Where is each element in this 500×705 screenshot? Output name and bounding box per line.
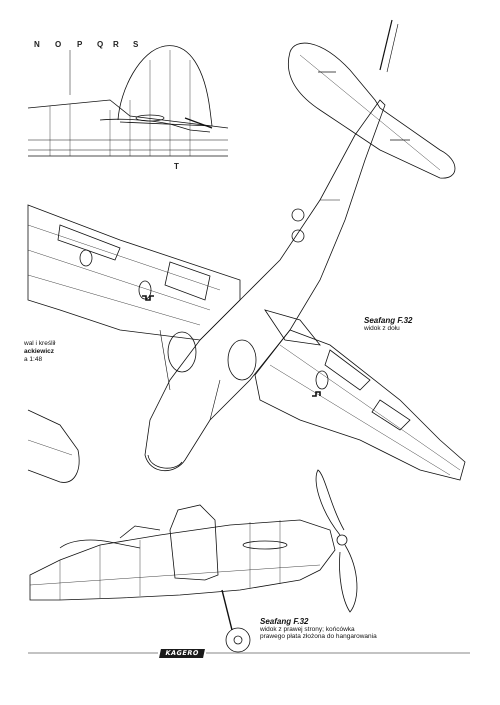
- publisher-logo: KAGERO: [159, 649, 205, 658]
- bottom-view-caption: Seafang F.32 widok z dołu: [364, 317, 412, 332]
- credit-line-3: a 1:48: [24, 356, 43, 363]
- tail-detail-view: [27, 45, 229, 157]
- left-partial-view: [27, 409, 80, 483]
- side-view-title: Seafang F.32: [260, 617, 309, 626]
- side-view-line-2: prawego płata złożona do hangarowania: [260, 633, 377, 640]
- drawing-credits: wal i kreślił ackiewicz a 1:48: [24, 340, 55, 364]
- station-letter-q: Q: [97, 40, 104, 49]
- side-view: [29, 469, 358, 653]
- bottom-view-subtitle: widok z dołu: [364, 324, 400, 332]
- bottom-view-right-wing: [209, 309, 466, 481]
- station-letter-n: N: [34, 40, 40, 49]
- credit-line-1: wal i kreślił: [24, 340, 56, 347]
- bottom-view-left-wing: [27, 204, 241, 391]
- credit-line-2: ackiewicz: [24, 348, 54, 355]
- side-view-line-1: widok z prawej strony; końcówka: [260, 625, 355, 633]
- bottom-view-title: Seafang F.32: [364, 316, 413, 325]
- side-view-caption: Seafang F.32 widok z prawej strony; końc…: [260, 618, 377, 641]
- station-letter-t: T: [174, 162, 179, 171]
- station-letter-o: O: [55, 40, 62, 49]
- station-letter-r: R: [113, 40, 119, 49]
- bottom-view-tailplane: [287, 19, 456, 179]
- station-letter-s: S: [133, 40, 139, 49]
- station-letter-p: P: [77, 40, 83, 49]
